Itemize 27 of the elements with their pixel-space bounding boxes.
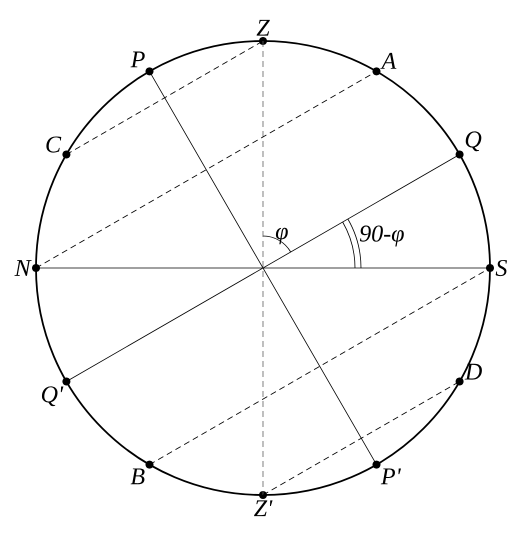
point: S xyxy=(486,260,507,276)
node-label: P' xyxy=(380,468,402,484)
point: A xyxy=(372,52,396,76)
node-label: P xyxy=(130,52,145,68)
point: P xyxy=(130,52,154,76)
node-label: A xyxy=(380,52,396,69)
node-label: Z' xyxy=(254,500,273,516)
node-label: Q' xyxy=(42,386,64,406)
angle-label: φ xyxy=(276,228,288,244)
point: Z xyxy=(256,20,270,45)
node-label: C xyxy=(46,136,62,153)
node-label: D xyxy=(464,364,482,380)
point: D xyxy=(456,364,482,386)
point: N xyxy=(14,260,40,276)
node-label: B xyxy=(130,468,145,484)
point: B xyxy=(130,460,154,484)
node-label: Q xyxy=(466,131,482,152)
node-label: N xyxy=(14,260,32,276)
node-label: S xyxy=(496,260,507,276)
angle-label: 90-φ xyxy=(360,225,404,247)
point: Z' xyxy=(254,491,273,516)
line xyxy=(262,40,264,496)
point: C xyxy=(46,136,70,158)
point: Q xyxy=(456,131,482,158)
node-label: Z xyxy=(256,20,270,36)
point: Q' xyxy=(42,378,70,406)
point: P' xyxy=(372,460,402,484)
